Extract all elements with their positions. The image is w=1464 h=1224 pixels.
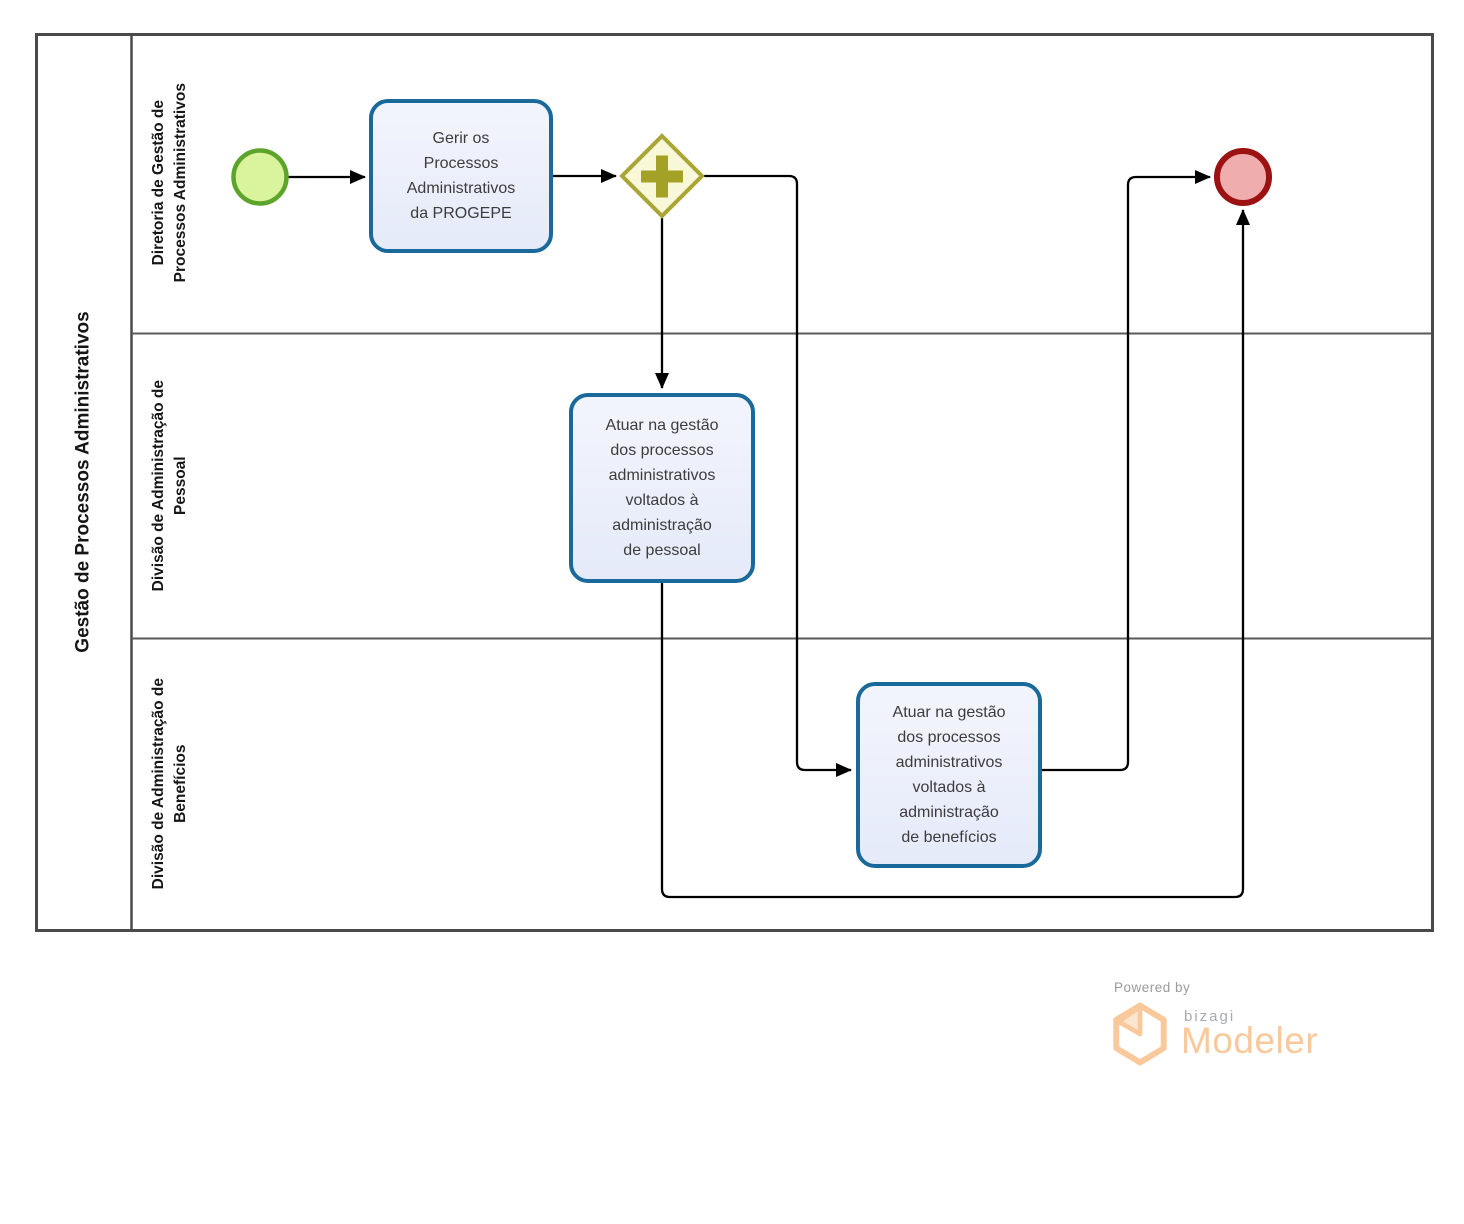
pool-title: Gestão de Processos Administrativos <box>72 310 94 653</box>
flow-gateway-to-beneficios <box>704 174 852 777</box>
sequence-flows <box>288 169 1250 899</box>
task-gerir-processos <box>369 99 553 253</box>
lane-beneficios-label: Divisão de Administração de Benefícios <box>150 678 190 890</box>
end-event <box>1214 148 1272 206</box>
lane-diretoria: Diretoria de Gestão de Processos Adminis… <box>133 33 207 333</box>
pool-border <box>35 33 1434 932</box>
modeler-wordmark: Modeler <box>1181 1020 1319 1061</box>
lane-beneficios: Divisão de Administração de Benefícios <box>133 638 207 930</box>
bizagi-modeler-logo: Powered by bizagi Modeler <box>1108 978 1388 1078</box>
bizagi-wordmark: bizagi <box>1184 1008 1236 1025</box>
flow-pessoal-to-end <box>660 209 1250 899</box>
lane-diretoria-label: Diretoria de Gestão de Processos Adminis… <box>150 83 189 283</box>
bizagi-hexagon-icon <box>1113 1002 1167 1066</box>
powered-by-text: Powered by <box>1114 980 1191 995</box>
parallel-gateway-plus-icon <box>641 155 683 198</box>
pool-header: Gestão de Processos Administrativos <box>36 33 131 930</box>
start-event <box>231 148 289 206</box>
task-administracao-beneficios <box>856 682 1042 868</box>
lane-pessoal: Divisão de Administração de Pessoal <box>133 333 207 638</box>
task-administracao-beneficios-label: Atuar na gestão dos processos administra… <box>892 703 1006 847</box>
flow-beneficios-to-end <box>1042 170 1211 772</box>
task-gerir-processos-label: Gerir os Processos Administrativos da PR… <box>406 129 516 223</box>
lane-pessoal-label: Divisão de Administração de Pessoal <box>150 379 190 592</box>
task-administracao-pessoal-label: Atuar na gestão dos processos administra… <box>605 416 719 560</box>
task-administracao-pessoal <box>569 393 755 583</box>
